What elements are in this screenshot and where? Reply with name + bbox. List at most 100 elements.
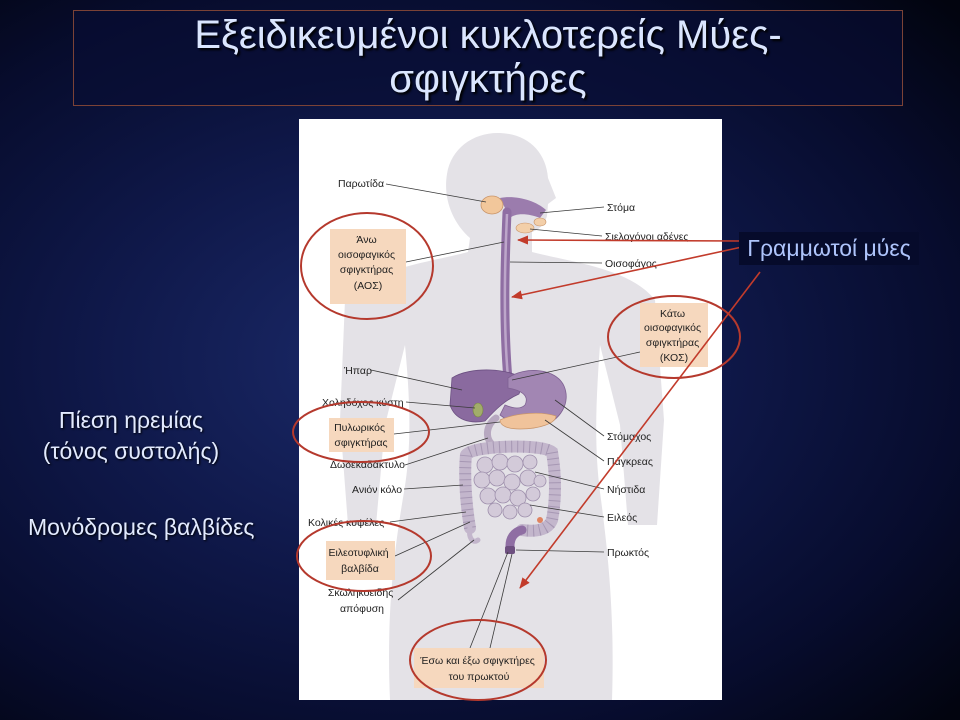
leader-line <box>529 504 605 518</box>
label-mouth: Στόμα <box>607 202 635 214</box>
one-way-valves-note: Μονόδρομες βαλβίδες <box>28 514 255 540</box>
highlight-circles <box>292 212 741 701</box>
sphincter-box-bg <box>329 418 394 452</box>
leader-line <box>534 471 605 490</box>
label-ileum: Ειλεός <box>607 512 637 524</box>
rectum <box>505 525 527 551</box>
sphincter-box-bg <box>330 229 406 304</box>
pancreas <box>499 412 557 430</box>
leader-line <box>405 401 476 409</box>
leader-line <box>515 549 605 553</box>
leader-line <box>394 521 471 557</box>
intestine-loop <box>509 489 527 507</box>
liver <box>449 369 525 423</box>
leader-line <box>405 241 505 263</box>
sphincter-box-text: Πυλωρικός σφιγκτήρας <box>334 422 388 449</box>
small-intestine <box>473 453 547 520</box>
intestine-loop <box>533 474 547 488</box>
intestine-loop <box>487 502 503 518</box>
sphincter-box-line: (ΚΟΣ) <box>660 352 688 364</box>
gallbladder <box>472 402 484 418</box>
sphincter-box-pyloric: Πυλωρικός σφιγκτήρας <box>329 418 394 452</box>
sphincter-box-line: οισοφαγικός <box>644 322 701 334</box>
label-anus: Πρωκτός <box>607 547 649 559</box>
salivary-gland <box>533 217 547 227</box>
sphincter-box-text: Κάτω οισοφαγικός σφιγκτήρας (ΚΟΣ) <box>644 308 704 364</box>
leader-line <box>539 206 605 214</box>
leader-line <box>469 551 509 649</box>
label-pancreas: Πάγκρεας <box>607 456 653 468</box>
sphincter-box-bg <box>414 648 544 688</box>
leader-line <box>511 351 641 381</box>
intestine-loop <box>479 487 497 505</box>
striated-muscles-label: Γραμμωτοί μύες <box>739 232 919 265</box>
sphincter-box-anal: Έσω και έξω σφιγκτήρες του πρωκτού <box>414 648 544 688</box>
esophagus-lumen <box>503 213 510 379</box>
resting-pressure-note: Πίεση ηρεμίας (τόνος συστολής) <box>20 405 242 467</box>
intestine-loop <box>502 504 518 520</box>
appendix <box>467 525 481 544</box>
sigmoid-detail <box>537 517 543 523</box>
leader-line <box>397 539 475 601</box>
intestine-loop <box>473 471 491 489</box>
leader-line <box>554 399 605 437</box>
slide-title-line: σφιγκτήρες <box>389 57 587 101</box>
leader-line <box>389 511 467 523</box>
intestine-loop <box>519 469 537 487</box>
leader-line <box>529 228 603 237</box>
sphincter-box-line: Ειλεοτυφλική <box>328 547 388 559</box>
leader-line <box>404 437 489 466</box>
intestine-loop <box>503 473 521 491</box>
label-parotid: Παρωτίδα <box>338 178 384 190</box>
leader-lines <box>370 183 641 649</box>
intestine-loop <box>488 469 506 487</box>
sphincter-box-text: Άνω οισοφαγικός σφιγκτήρας (ΑΟΣ) <box>338 234 398 292</box>
salivary-glands <box>515 217 547 234</box>
label-ascending-colon: Ανιόν κόλο <box>352 484 402 496</box>
intestine-loop <box>476 456 494 474</box>
sphincter-box-line: Πυλωρικός <box>334 422 385 434</box>
sphincter-box-text: Ειλεοτυφλική βαλβίδα <box>328 547 391 575</box>
sphincter-box-line: (ΑΟΣ) <box>354 280 382 292</box>
sphincter-box-upper-esophageal: Άνω οισοφαγικός σφιγκτήρας (ΑΟΣ) <box>330 229 406 304</box>
intestine-loop <box>525 486 541 502</box>
sphincter-box-ileocecal: Ειλεοτυφλική βαλβίδα <box>326 541 395 580</box>
parotid-gland <box>480 195 504 215</box>
large-intestine <box>459 440 561 537</box>
sphincter-box-line: Άνω <box>356 234 376 246</box>
leader-line <box>393 421 501 435</box>
arrow-to-anal-sphincter <box>519 271 761 589</box>
label-jejunum: Νήστιδα <box>607 484 645 496</box>
intestine-loop <box>494 486 512 504</box>
leader-line <box>370 369 463 391</box>
anus <box>505 546 515 554</box>
highlight-circle-ileocecal <box>296 520 432 592</box>
organs <box>449 195 567 554</box>
arrow-to-upper-esophagus <box>517 235 742 245</box>
label-stomach: Στόμαχος <box>607 431 651 443</box>
intestine-loop <box>517 502 533 518</box>
label-esophagus: Οισοφάγος <box>605 258 657 270</box>
leader-line <box>489 553 513 649</box>
highlight-circle-pyloric <box>292 401 430 463</box>
label-appendix-line: απόφυση <box>340 603 384 615</box>
annotation-arrows <box>511 235 761 589</box>
intestine-loop <box>506 455 524 473</box>
leader-line <box>544 419 605 462</box>
sphincter-box-text: Έσω και έξω σφιγκτήρες του πρωκτού <box>419 655 538 683</box>
arrow-to-mid-esophagus <box>511 246 743 300</box>
highlight-circle-upper-esophageal <box>300 212 434 320</box>
sphincter-box-line: σφιγκτήρας <box>646 337 699 349</box>
highlight-circle-anal <box>409 619 547 701</box>
label-liver: Ήπαρ <box>343 365 372 377</box>
sphincter-box-line: Έσω και έξω σφιγκτήρες <box>419 655 535 667</box>
intestine-loop <box>491 453 509 471</box>
sphincter-box-bg <box>326 541 395 580</box>
resting-pressure-line: (τόνος συστολής) <box>42 438 220 464</box>
sphincter-box-line: σφιγκτήρας <box>340 264 393 276</box>
resting-pressure-line: Πίεση ηρεμίας <box>58 407 204 433</box>
intestine-loop <box>522 454 538 470</box>
salivary-gland <box>515 222 535 234</box>
